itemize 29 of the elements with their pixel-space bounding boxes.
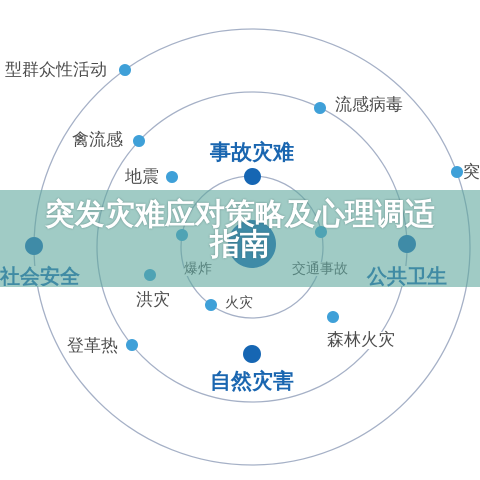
dot-icon [166,171,178,183]
item-label: 交通事故 [292,262,348,276]
item-label: 地震 [125,168,159,186]
item-label: 流感病毒 [335,96,403,114]
dot-icon [126,339,138,351]
dot-icon [144,269,156,281]
item-label: 火灾 [225,296,253,310]
item-label: 突 [463,164,480,180]
dot-icon [451,166,463,178]
dot-icon [244,168,260,184]
item-label: 森林火灾 [327,332,395,348]
dot-icon [315,226,327,238]
dot-icon [119,64,131,76]
dot-icon [314,102,326,114]
dot-icon [25,237,43,255]
dot-icon [327,311,339,323]
item-label: 登革热 [67,338,118,354]
item-label: 洪灾 [136,292,170,308]
dot-icon [398,235,416,253]
category-label: 事故灾难 [210,142,294,162]
item-label: 型群众性活动 [5,62,107,78]
dot-icon [133,135,145,147]
dot-icon [205,299,217,311]
category-label: 公共卫生 [367,266,447,286]
category-label: 自然灾害 [210,370,294,392]
item-label: 爆炸 [184,262,212,276]
item-label: 禽流感 [72,132,123,148]
dot-icon [176,229,188,241]
dot-icon [243,345,261,363]
